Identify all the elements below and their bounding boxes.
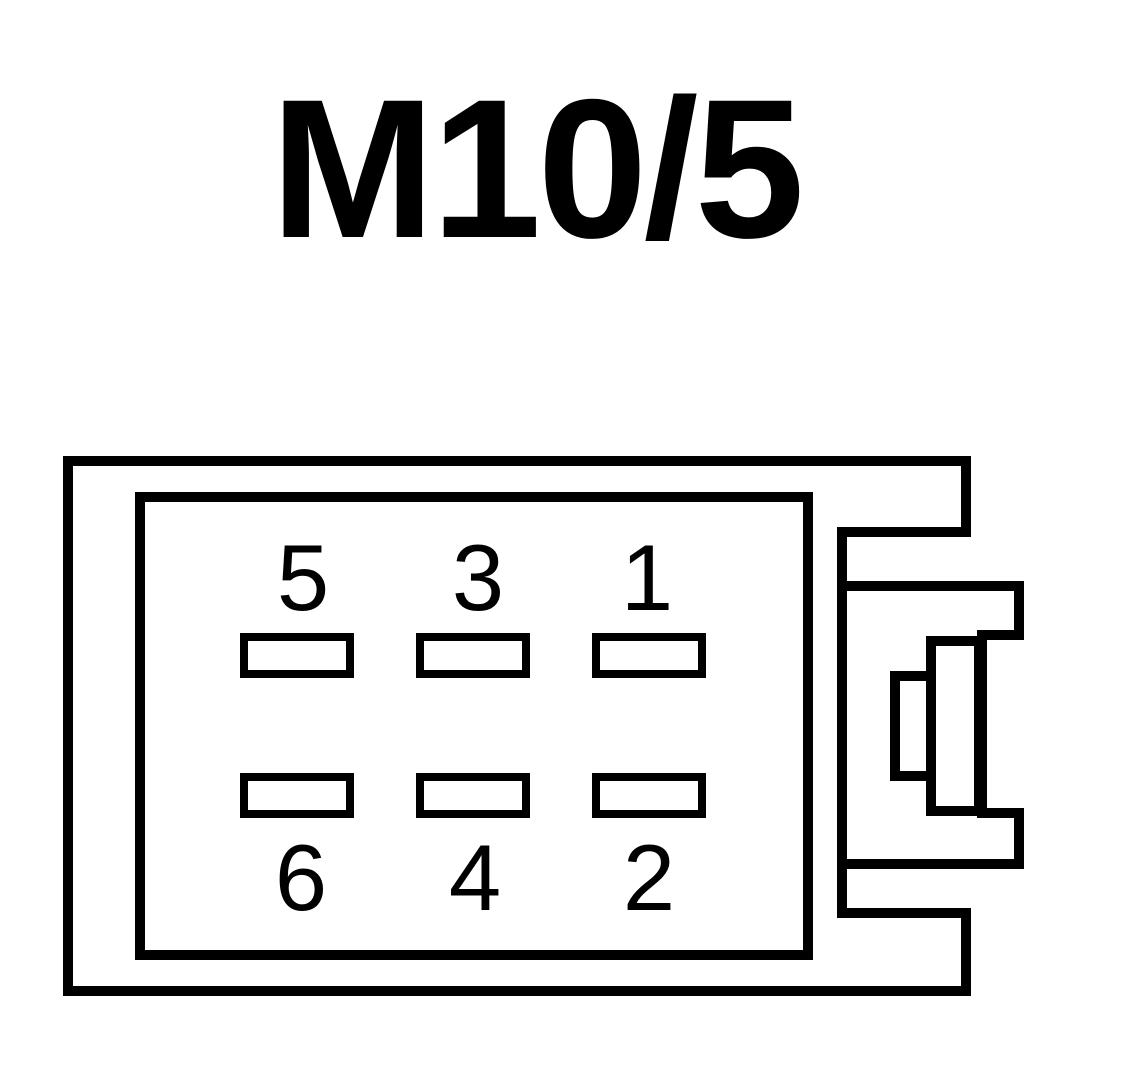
connector-housing-outline (63, 456, 971, 996)
latch-slot (926, 636, 984, 816)
pin-terminal-1 (592, 633, 706, 678)
pin-label-5: 5 (277, 525, 329, 630)
pin-terminal-5 (240, 633, 354, 678)
pin-terminal-3 (416, 633, 530, 678)
connector-cavity-frame (135, 492, 813, 960)
pin-terminal-2 (592, 773, 706, 818)
latch-button (890, 671, 936, 781)
pin-label-3: 3 (452, 525, 504, 630)
pin-label-4: 4 (449, 825, 501, 930)
pin-label-2: 2 (623, 825, 675, 930)
pin-label-6: 6 (275, 825, 327, 930)
pin-terminal-4 (416, 773, 530, 818)
pin-terminal-6 (240, 773, 354, 818)
pin-label-1: 1 (621, 525, 673, 630)
connector-title: M10/5 (270, 58, 804, 279)
